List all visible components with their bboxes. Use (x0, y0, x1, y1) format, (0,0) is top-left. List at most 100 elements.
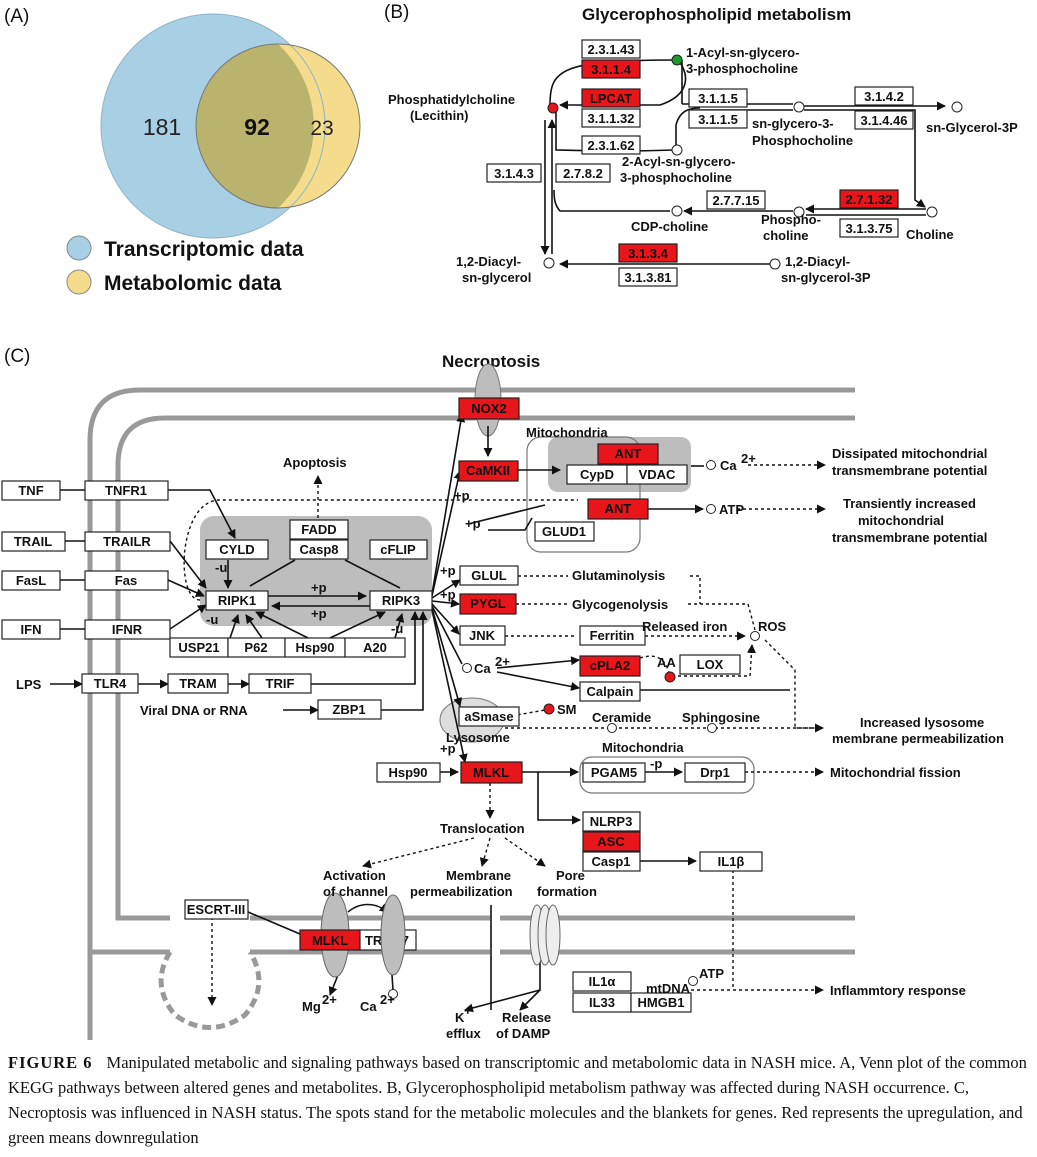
gene-box-tram (167, 673, 229, 694)
annotation-ubiquitin: -u (215, 560, 227, 575)
edge (169, 540, 207, 589)
label: Pore (556, 868, 585, 883)
figure-canvas: (A) 181 92 23 Transcriptomic data Metabo… (1, 2, 1018, 1041)
edge (431, 609, 468, 763)
gene-label: TRAILR (103, 534, 151, 549)
gene-box-fas (84, 570, 169, 591)
label: Apoptosis (283, 455, 347, 470)
gene-label: FADD (301, 522, 336, 537)
metabolite-node (543, 257, 555, 269)
edge (168, 489, 236, 539)
annotation-phospho: +p (311, 580, 327, 595)
gene-label: PYGL (470, 596, 505, 611)
gene-label: A20 (363, 640, 387, 655)
gene-label: IFNR (112, 622, 143, 637)
gene-label: cPLA2 (590, 658, 630, 673)
enzyme-label: 2.7.1.32 (846, 192, 893, 207)
enzyme-box (688, 109, 748, 129)
label: AA (657, 655, 676, 670)
edges-c (50, 413, 826, 1013)
edge (247, 911, 301, 935)
edge (688, 603, 756, 631)
gene-label: CaMKII (466, 463, 510, 478)
gene-box-mlkl (460, 761, 523, 784)
enzyme-label: 3.1.4.46 (861, 113, 908, 128)
gene-label: ANT (605, 501, 632, 516)
gene-label: Hsp90 (388, 765, 427, 780)
gene-label: LOX (697, 657, 724, 672)
enzyme-label: 3.1.1.5 (698, 91, 738, 106)
panel-c-title: Necroptosis (442, 352, 540, 371)
venn-outline-b (195, 43, 361, 209)
label-superscript: 2+ (380, 992, 395, 1007)
label-superscript: + (464, 1003, 472, 1018)
node-atp2 (688, 976, 698, 986)
label: membrane permeabilization (832, 731, 1004, 746)
edge (344, 559, 401, 589)
gene-label: USP21 (178, 640, 219, 655)
gene-box-trail (1, 531, 66, 552)
edge (672, 644, 756, 677)
gene-box-hmgb1 (630, 992, 692, 1013)
labels-c: LPS Viral DNA or RNA Apoptosis Mitochond… (16, 425, 1004, 1041)
gene-box-ifn (1, 619, 61, 640)
gene-box-ant1 (597, 443, 659, 465)
venn-overlap-count: 92 (244, 114, 270, 140)
label: Dissipated mitochondrial (832, 446, 987, 461)
gene-label: aSmase (464, 709, 513, 724)
gene-box-lox (679, 654, 741, 675)
edge (639, 655, 671, 677)
gene-label: ZBP1 (332, 702, 365, 717)
caption-text: Manipulated metabolic and signaling path… (8, 1053, 1027, 1147)
panel-c-letter: (C) (4, 346, 30, 367)
node-sphingosine (707, 723, 717, 733)
panel-b-letter: (B) (384, 2, 409, 23)
gene-label: IL1α (589, 974, 616, 989)
gene-label: Calpain (587, 684, 634, 699)
edge (328, 974, 339, 996)
label-superscript: 2+ (741, 451, 756, 466)
label: formation (537, 884, 597, 899)
enzyme-box (618, 267, 678, 287)
metabolite-node (671, 205, 683, 217)
legend-metabolomic: Metabolomic data (104, 272, 282, 295)
annotation-phospho: +p (454, 488, 470, 503)
metabolite-label: Phosphatidylcholine (388, 92, 515, 107)
edge (431, 605, 463, 665)
node-atp (706, 504, 716, 514)
gene-box-calpain (579, 681, 641, 702)
node-ca2 (462, 663, 472, 673)
gene-box-ant2 (587, 498, 649, 520)
enzyme-box (581, 108, 641, 128)
label: Released iron (642, 619, 727, 634)
enzyme-box (839, 218, 899, 238)
gene-box-ripk3 (369, 590, 433, 611)
label: Ca (474, 661, 491, 676)
gene-box-tlr4 (81, 673, 139, 694)
gene-label: Fas (115, 573, 137, 588)
enzyme-box-up (581, 59, 641, 79)
label: Ceramide (592, 710, 651, 725)
enzyme-box (581, 39, 641, 59)
metabolite-label: sn-glycero-3- (752, 116, 834, 131)
gene-label: IFN (21, 622, 42, 637)
gene-box-fasl (1, 570, 61, 591)
gene-box-fadd (289, 519, 349, 540)
label: Mg (302, 999, 321, 1014)
gene-label: Hsp90 (295, 640, 334, 655)
metabolite-label: (Lecithin) (410, 108, 469, 123)
label: Membrane (446, 868, 511, 883)
gene-box-escrt (184, 899, 249, 920)
label: LPS (16, 677, 42, 692)
gene-box-il1a (572, 971, 632, 992)
label: Lysosome (446, 730, 510, 745)
edge (329, 611, 386, 639)
gene-label: Ferritin (590, 628, 635, 643)
gene-box-asmase (458, 706, 520, 727)
edge (464, 989, 541, 1013)
escrt-vesicle (158, 950, 262, 1030)
label: efflux (446, 1026, 481, 1041)
trpm7-channel (380, 894, 406, 976)
edge (553, 189, 670, 212)
gene-box-tnfr1 (84, 480, 169, 501)
